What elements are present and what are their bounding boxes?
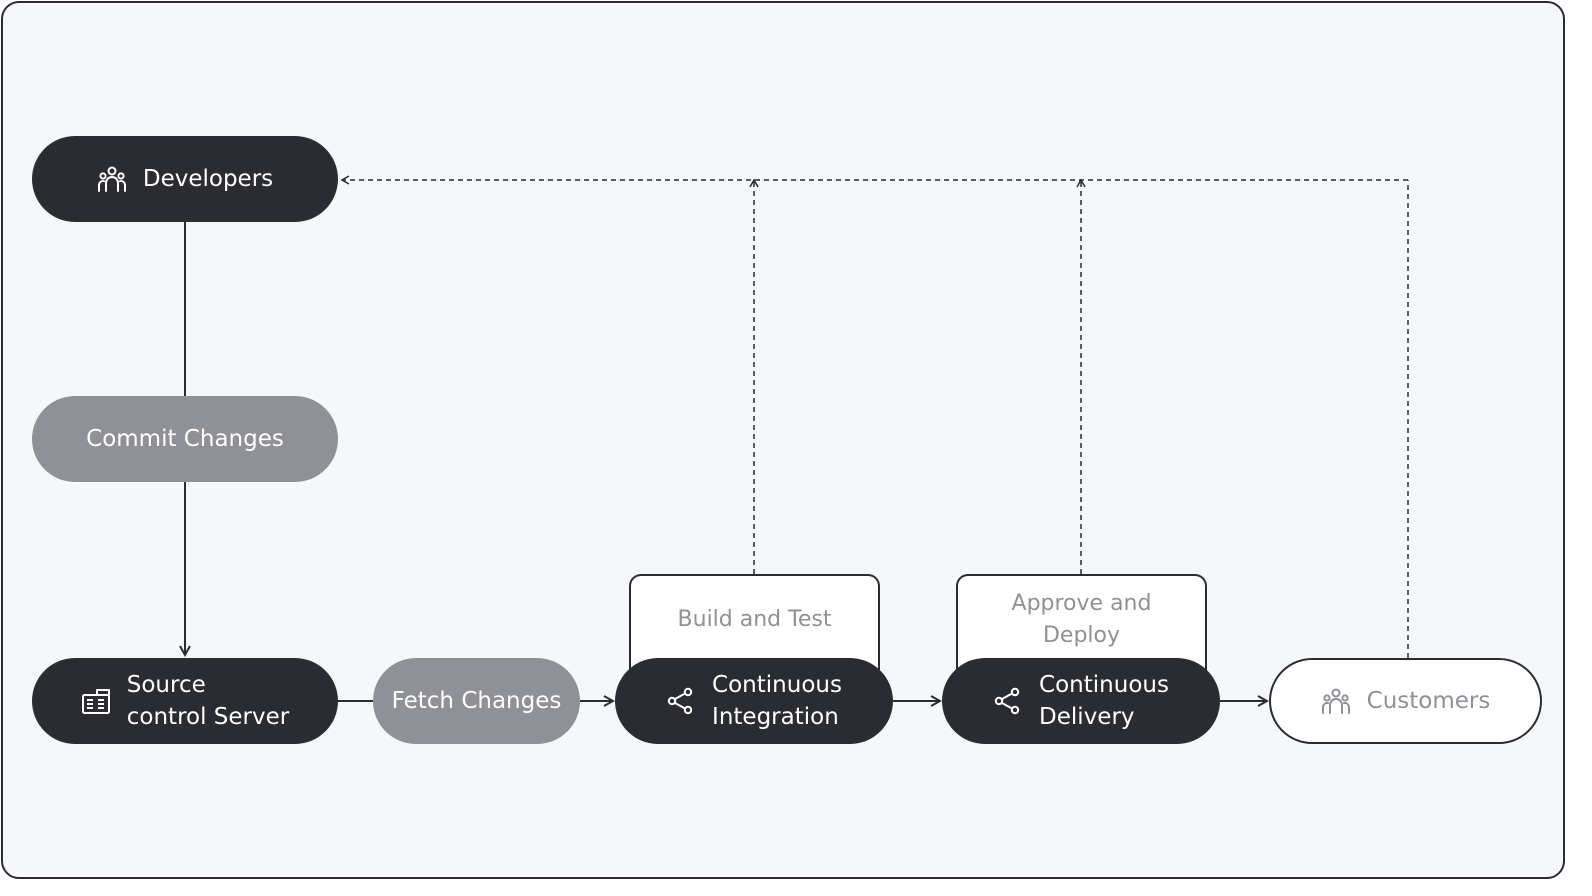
continuous-delivery-node[interactable]: Continuous Delivery bbox=[942, 658, 1220, 744]
customers-node[interactable]: Customers bbox=[1269, 658, 1542, 744]
customers-label: Customers bbox=[1366, 688, 1491, 714]
source-control-server-label: Source control Server bbox=[126, 672, 290, 730]
users-icon bbox=[97, 165, 127, 193]
build-and-test-label: Build and Test bbox=[677, 607, 832, 632]
approve-and-deploy-stage: Approve and Deploy bbox=[956, 574, 1207, 670]
server-icon bbox=[81, 687, 111, 715]
fetch-changes-label: Fetch Changes bbox=[391, 688, 562, 714]
fetch-changes-node[interactable]: Fetch Changes bbox=[373, 658, 580, 744]
continuous-integration-node[interactable]: Continuous Integration bbox=[615, 658, 893, 744]
commit-changes-node[interactable]: Commit Changes bbox=[32, 396, 338, 482]
continuous-integration-label: Continuous Integration bbox=[712, 672, 842, 730]
build-and-test-stage: Build and Test bbox=[629, 574, 880, 670]
commit-changes-label: Commit Changes bbox=[86, 426, 284, 452]
continuous-delivery-label: Continuous Delivery bbox=[1039, 672, 1169, 730]
share-icon bbox=[993, 687, 1023, 715]
share-icon bbox=[666, 687, 696, 715]
users-icon bbox=[1321, 687, 1351, 715]
developers-label: Developers bbox=[142, 166, 274, 192]
developers-node[interactable]: Developers bbox=[32, 136, 338, 222]
source-control-server-node[interactable]: Source control Server bbox=[32, 658, 338, 744]
approve-and-deploy-label: Approve and Deploy bbox=[1011, 591, 1152, 648]
